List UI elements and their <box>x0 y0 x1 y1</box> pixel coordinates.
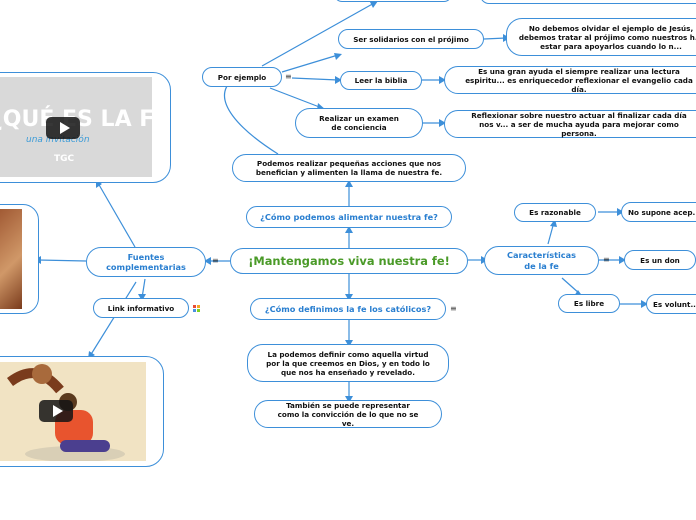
branch-como-definimos-label: ¿Cómo definimos la fe los católicos? <box>264 303 432 314</box>
alimentar-detail-text: Podemos realizar pequeñas acciones que n… <box>255 159 443 177</box>
item-examen-label: Realizar un examen de conciencia <box>319 114 399 132</box>
central-topic[interactable]: ¡Mantengamos viva nuestra fe! <box>230 248 468 274</box>
link-alimentar-porejemplo <box>224 79 279 155</box>
link-informativo[interactable]: Link informativo <box>93 298 189 318</box>
definimos-detail-1[interactable]: La podemos definir como aquella virtud p… <box>247 344 449 382</box>
item-solidarios-detail[interactable]: No debemos olvidar el ejemplo de Jesús, … <box>506 18 696 56</box>
item-solidarios[interactable]: Ser solidarios con el prójimo <box>338 29 484 49</box>
play-icon[interactable] <box>39 400 73 422</box>
item-biblia-label: Leer la biblia <box>354 76 408 85</box>
link-fuentes-video1 <box>97 182 136 248</box>
car-libre-label: Es libre <box>573 299 605 308</box>
external-link-icon[interactable] <box>193 305 200 312</box>
por-ejemplo-label: Por ejemplo <box>217 72 267 82</box>
item-solidarios-label: Ser solidarios con el prójimo <box>353 34 469 44</box>
branch-como-definimos[interactable]: ¿Cómo definimos la fe los católicos? <box>250 298 446 320</box>
car-libre[interactable]: Es libre <box>558 294 620 313</box>
node-cut-top-1[interactable] <box>334 0 452 2</box>
image-thumbnail <box>0 209 22 309</box>
link-fuentes-video2 <box>89 281 137 357</box>
item-biblia[interactable]: Leer la biblia <box>340 71 422 90</box>
item-solidarios-detail-text: No debemos olvidar el ejemplo de Jesús, … <box>518 23 696 51</box>
link-porejemplo-top <box>261 1 377 67</box>
car-razonable-detail[interactable]: No supone acep... <box>621 202 696 222</box>
branch-caracteristicas-label: Características de la fe <box>506 250 577 271</box>
menu-icon[interactable]: ≡ <box>212 256 219 265</box>
definimos-detail-1-text: La podemos definir como aquella virtud p… <box>266 349 430 377</box>
video-thumbnail-1[interactable]: ¿QUÉ ES LA FE? una invitación TGC <box>0 77 152 177</box>
menu-icon[interactable]: ≡ <box>285 72 292 81</box>
definimos-detail-2[interactable]: También se puede representar como la con… <box>254 400 442 428</box>
por-ejemplo[interactable]: Por ejemplo <box>202 67 282 87</box>
car-don-label: Es un don <box>640 255 680 265</box>
prayer-illustration <box>0 362 146 461</box>
car-libre-detail-text: Es volunt... <box>653 299 696 309</box>
car-don[interactable]: Es un don <box>624 250 696 270</box>
menu-icon[interactable]: ≡ <box>450 304 457 313</box>
link-fuentes-image <box>37 259 87 262</box>
branch-fuentes-label: Fuentes complementarias <box>106 251 186 272</box>
central-topic-label: ¡Mantengamos viva nuestra fe! <box>248 253 450 268</box>
branch-como-alimentar-label: ¿Cómo podemos alimentar nuestra fe? <box>260 211 438 222</box>
item-biblia-detail[interactable]: Es una gran ayuda el siempre realizar un… <box>444 66 696 94</box>
link-porejemplo-examen <box>269 87 323 109</box>
video-subtitle: una invitación <box>26 135 90 145</box>
menu-icon[interactable]: ≡ <box>603 255 610 264</box>
link-informativo-label: Link informativo <box>107 303 175 313</box>
car-libre-detail[interactable]: Es volunt... <box>646 294 696 314</box>
car-razonable-label: Es razonable <box>529 208 581 217</box>
branch-caracteristicas[interactable]: Características de la fe <box>484 246 599 275</box>
branch-fuentes[interactable]: Fuentes complementarias <box>86 247 206 277</box>
link-solidarios-detail <box>483 37 507 40</box>
play-icon[interactable] <box>46 117 80 139</box>
car-razonable-detail-text: No supone acep... <box>628 207 696 217</box>
car-razonable[interactable]: Es razonable <box>514 203 596 222</box>
item-examen[interactable]: Realizar un examen de conciencia <box>295 108 423 138</box>
tgc-logo: TGC <box>54 154 75 164</box>
video-thumbnail-2[interactable] <box>0 362 146 461</box>
branch-como-alimentar[interactable]: ¿Cómo podemos alimentar nuestra fe? <box>246 206 452 228</box>
link-porejemplo-solidarios <box>281 54 339 73</box>
link-car-libre <box>561 277 581 295</box>
item-examen-detail-text: Reflexionar sobre nuestro actuar al fina… <box>471 110 687 138</box>
item-biblia-detail-text: Es una gran ayuda el siempre realizar un… <box>465 66 693 94</box>
link-porejemplo-biblia <box>291 77 339 81</box>
node-cut-top-2[interactable] <box>480 0 696 4</box>
item-examen-detail[interactable]: Reflexionar sobre nuestro actuar al fina… <box>444 110 696 138</box>
alimentar-detail[interactable]: Podemos realizar pequeñas acciones que n… <box>232 154 466 182</box>
definimos-detail-2-text: También se puede representar como la con… <box>277 400 419 428</box>
